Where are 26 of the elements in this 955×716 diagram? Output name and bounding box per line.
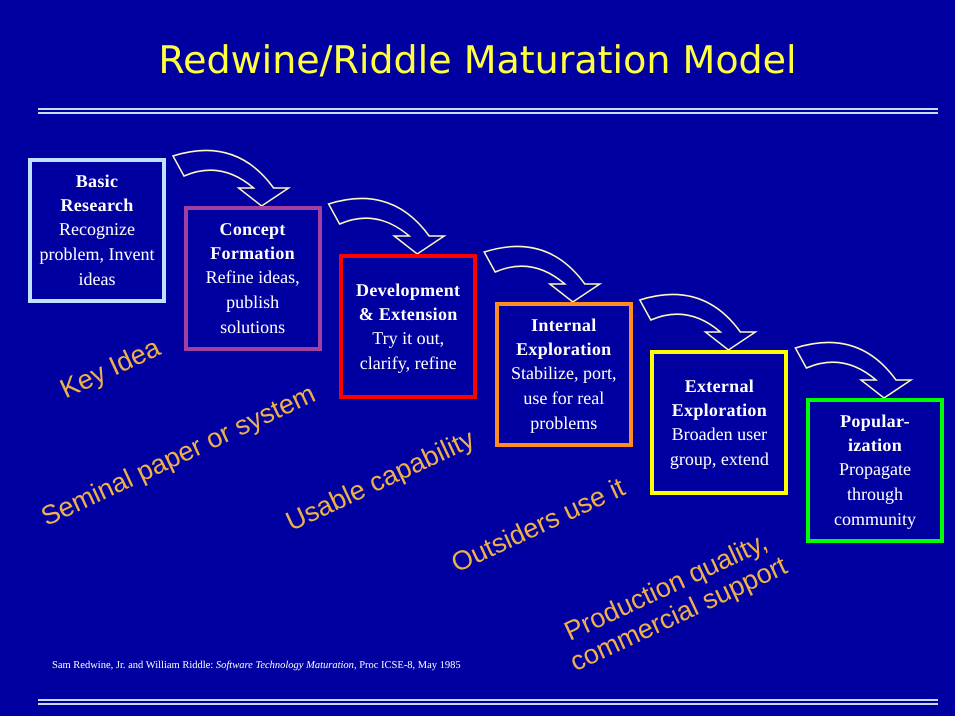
stage-box [339,254,478,399]
stage-heading: Internal Exploration [515,314,612,361]
curved-block-arrow [172,150,290,207]
citation: Sam Redwine, Jr. and William Riddle: Software Technology Maturation, Proc ICSE-8, May 1985 [52,659,462,673]
stage-box [650,350,788,495]
stage-heading: Popular-ization [839,410,911,457]
stage-heading: Concept Formation [209,218,296,265]
stage-description: Refine ideas, publish solutions [204,266,301,339]
stage-box [494,302,633,447]
stage-description: Broaden user group, extend [668,422,770,471]
stage-heading: Basic Research [59,170,135,217]
stage-box [806,398,944,543]
curved-block-arrow [483,246,601,303]
curved-block-arrow [794,342,912,399]
curved-block-arrow [328,198,445,255]
stage-description: Stabilize, port, use for real problems [510,362,618,435]
stage-box [184,206,322,351]
stage-description: Try it out, clarify, refine [358,326,458,375]
stage-description: Recognize problem, Invent ideas [38,218,156,291]
stage-box [28,158,166,303]
milestone-label: Key Idea [55,332,165,404]
stage-description: Propagate through community [833,458,917,531]
title: Redwine/Riddle Maturation Model [157,38,798,82]
stage-heading: External Exploration [670,374,768,422]
curved-block-arrow [639,294,756,351]
stage-heading: Development & Extension [355,278,462,326]
